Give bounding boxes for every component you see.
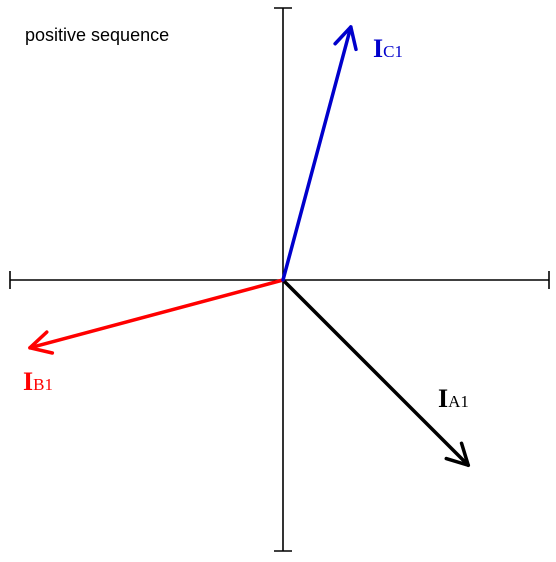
vector-a1-arrowhead (444, 441, 471, 468)
diagram-title: positive sequence (25, 25, 170, 45)
vector-a1-shaft (281, 278, 471, 468)
vector-label-b1: IB1 (23, 367, 53, 397)
vector-b1-arrowhead (28, 330, 55, 355)
vector-label-a1-main: I (438, 384, 449, 413)
vector-label-a1: IA1 (438, 384, 469, 414)
phasor-vectors (28, 25, 471, 468)
vector-label-b1-main: I (23, 367, 34, 396)
vector-b1-shaft (28, 278, 285, 350)
vector-label-b1-sub: B1 (33, 375, 53, 394)
vector-label-c1-main: I (373, 34, 384, 63)
vector-c1-arrowhead (333, 25, 358, 52)
vector-label-a1-sub: A1 (448, 392, 469, 411)
vector-label-c1-sub: C1 (383, 42, 403, 61)
vector-c1-shaft (281, 25, 353, 282)
vector-label-c1: IC1 (373, 34, 403, 64)
